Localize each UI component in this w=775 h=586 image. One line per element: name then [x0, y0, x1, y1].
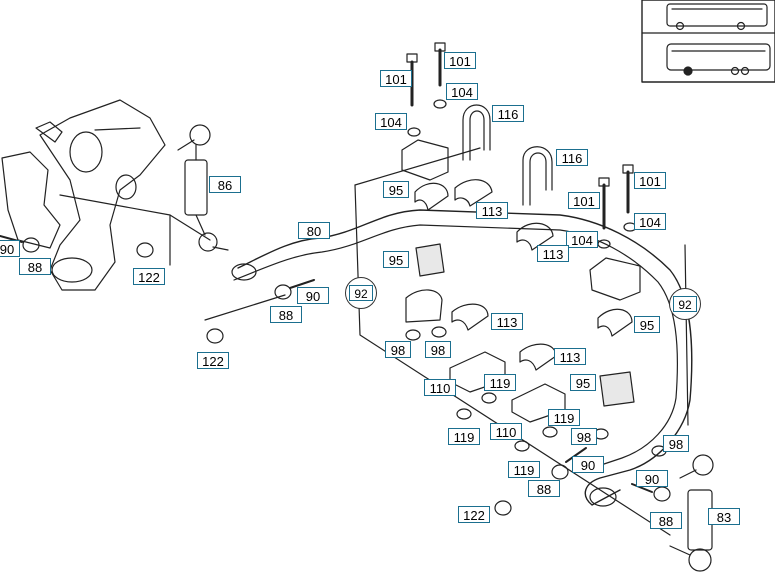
callout-98[interactable]: 98 — [385, 341, 411, 358]
callout-101[interactable]: 101 — [568, 192, 600, 209]
callout-113[interactable]: 113 — [491, 313, 523, 330]
callout-113[interactable]: 113 — [537, 245, 569, 262]
callout-98[interactable]: 98 — [663, 435, 689, 452]
callout-90[interactable]: 90 — [297, 287, 329, 304]
callout-119[interactable]: 119 — [508, 461, 540, 478]
callout-122[interactable]: 122 — [133, 268, 165, 285]
callout-116[interactable]: 116 — [556, 149, 588, 166]
link-rod-86-part — [177, 124, 229, 252]
bus-vehicle-icon — [641, 0, 775, 83]
callout-90[interactable]: 90 — [0, 240, 20, 257]
callout-101[interactable]: 101 — [380, 70, 412, 87]
callout-80[interactable]: 80 — [298, 222, 330, 239]
callout-88[interactable]: 88 — [528, 480, 560, 497]
callout-90[interactable]: 90 — [572, 456, 604, 473]
callout-98[interactable]: 98 — [571, 428, 597, 445]
link-rod-83-part — [669, 454, 714, 572]
callout-113[interactable]: 113 — [476, 202, 508, 219]
steering-knuckle-part — [1, 99, 166, 291]
callout-110[interactable]: 110 — [490, 423, 522, 440]
callout-83[interactable]: 83 — [708, 508, 740, 525]
callout-113[interactable]: 113 — [554, 348, 586, 365]
callout-95[interactable]: 95 — [634, 316, 660, 333]
ring-label-92-left: 92 — [345, 277, 377, 309]
callout-88[interactable]: 88 — [270, 306, 302, 323]
callout-90[interactable]: 90 — [636, 470, 668, 487]
callout-92-right: 92 — [673, 296, 697, 312]
callout-110[interactable]: 110 — [424, 379, 456, 396]
callout-104[interactable]: 104 — [446, 83, 478, 100]
callout-104[interactable]: 104 — [634, 213, 666, 230]
callout-101[interactable]: 101 — [444, 52, 476, 69]
callout-98[interactable]: 98 — [425, 341, 451, 358]
callout-95[interactable]: 95 — [383, 181, 409, 198]
callout-92-left: 92 — [349, 285, 373, 301]
callout-86[interactable]: 86 — [209, 176, 241, 193]
ring-label-92-right: 92 — [669, 288, 701, 320]
callout-88[interactable]: 88 — [19, 258, 51, 275]
callout-119[interactable]: 119 — [484, 374, 516, 391]
callout-119[interactable]: 119 — [548, 409, 580, 426]
callout-88[interactable]: 88 — [650, 512, 682, 529]
callout-104[interactable]: 104 — [375, 113, 407, 130]
callout-104[interactable]: 104 — [566, 231, 598, 248]
callout-95[interactable]: 95 — [383, 251, 409, 268]
callout-116[interactable]: 116 — [492, 105, 524, 122]
callout-101[interactable]: 101 — [634, 172, 666, 189]
callout-95[interactable]: 95 — [570, 374, 596, 391]
callout-122[interactable]: 122 — [458, 506, 490, 523]
callout-119[interactable]: 119 — [448, 428, 480, 445]
callout-122[interactable]: 122 — [197, 352, 229, 369]
